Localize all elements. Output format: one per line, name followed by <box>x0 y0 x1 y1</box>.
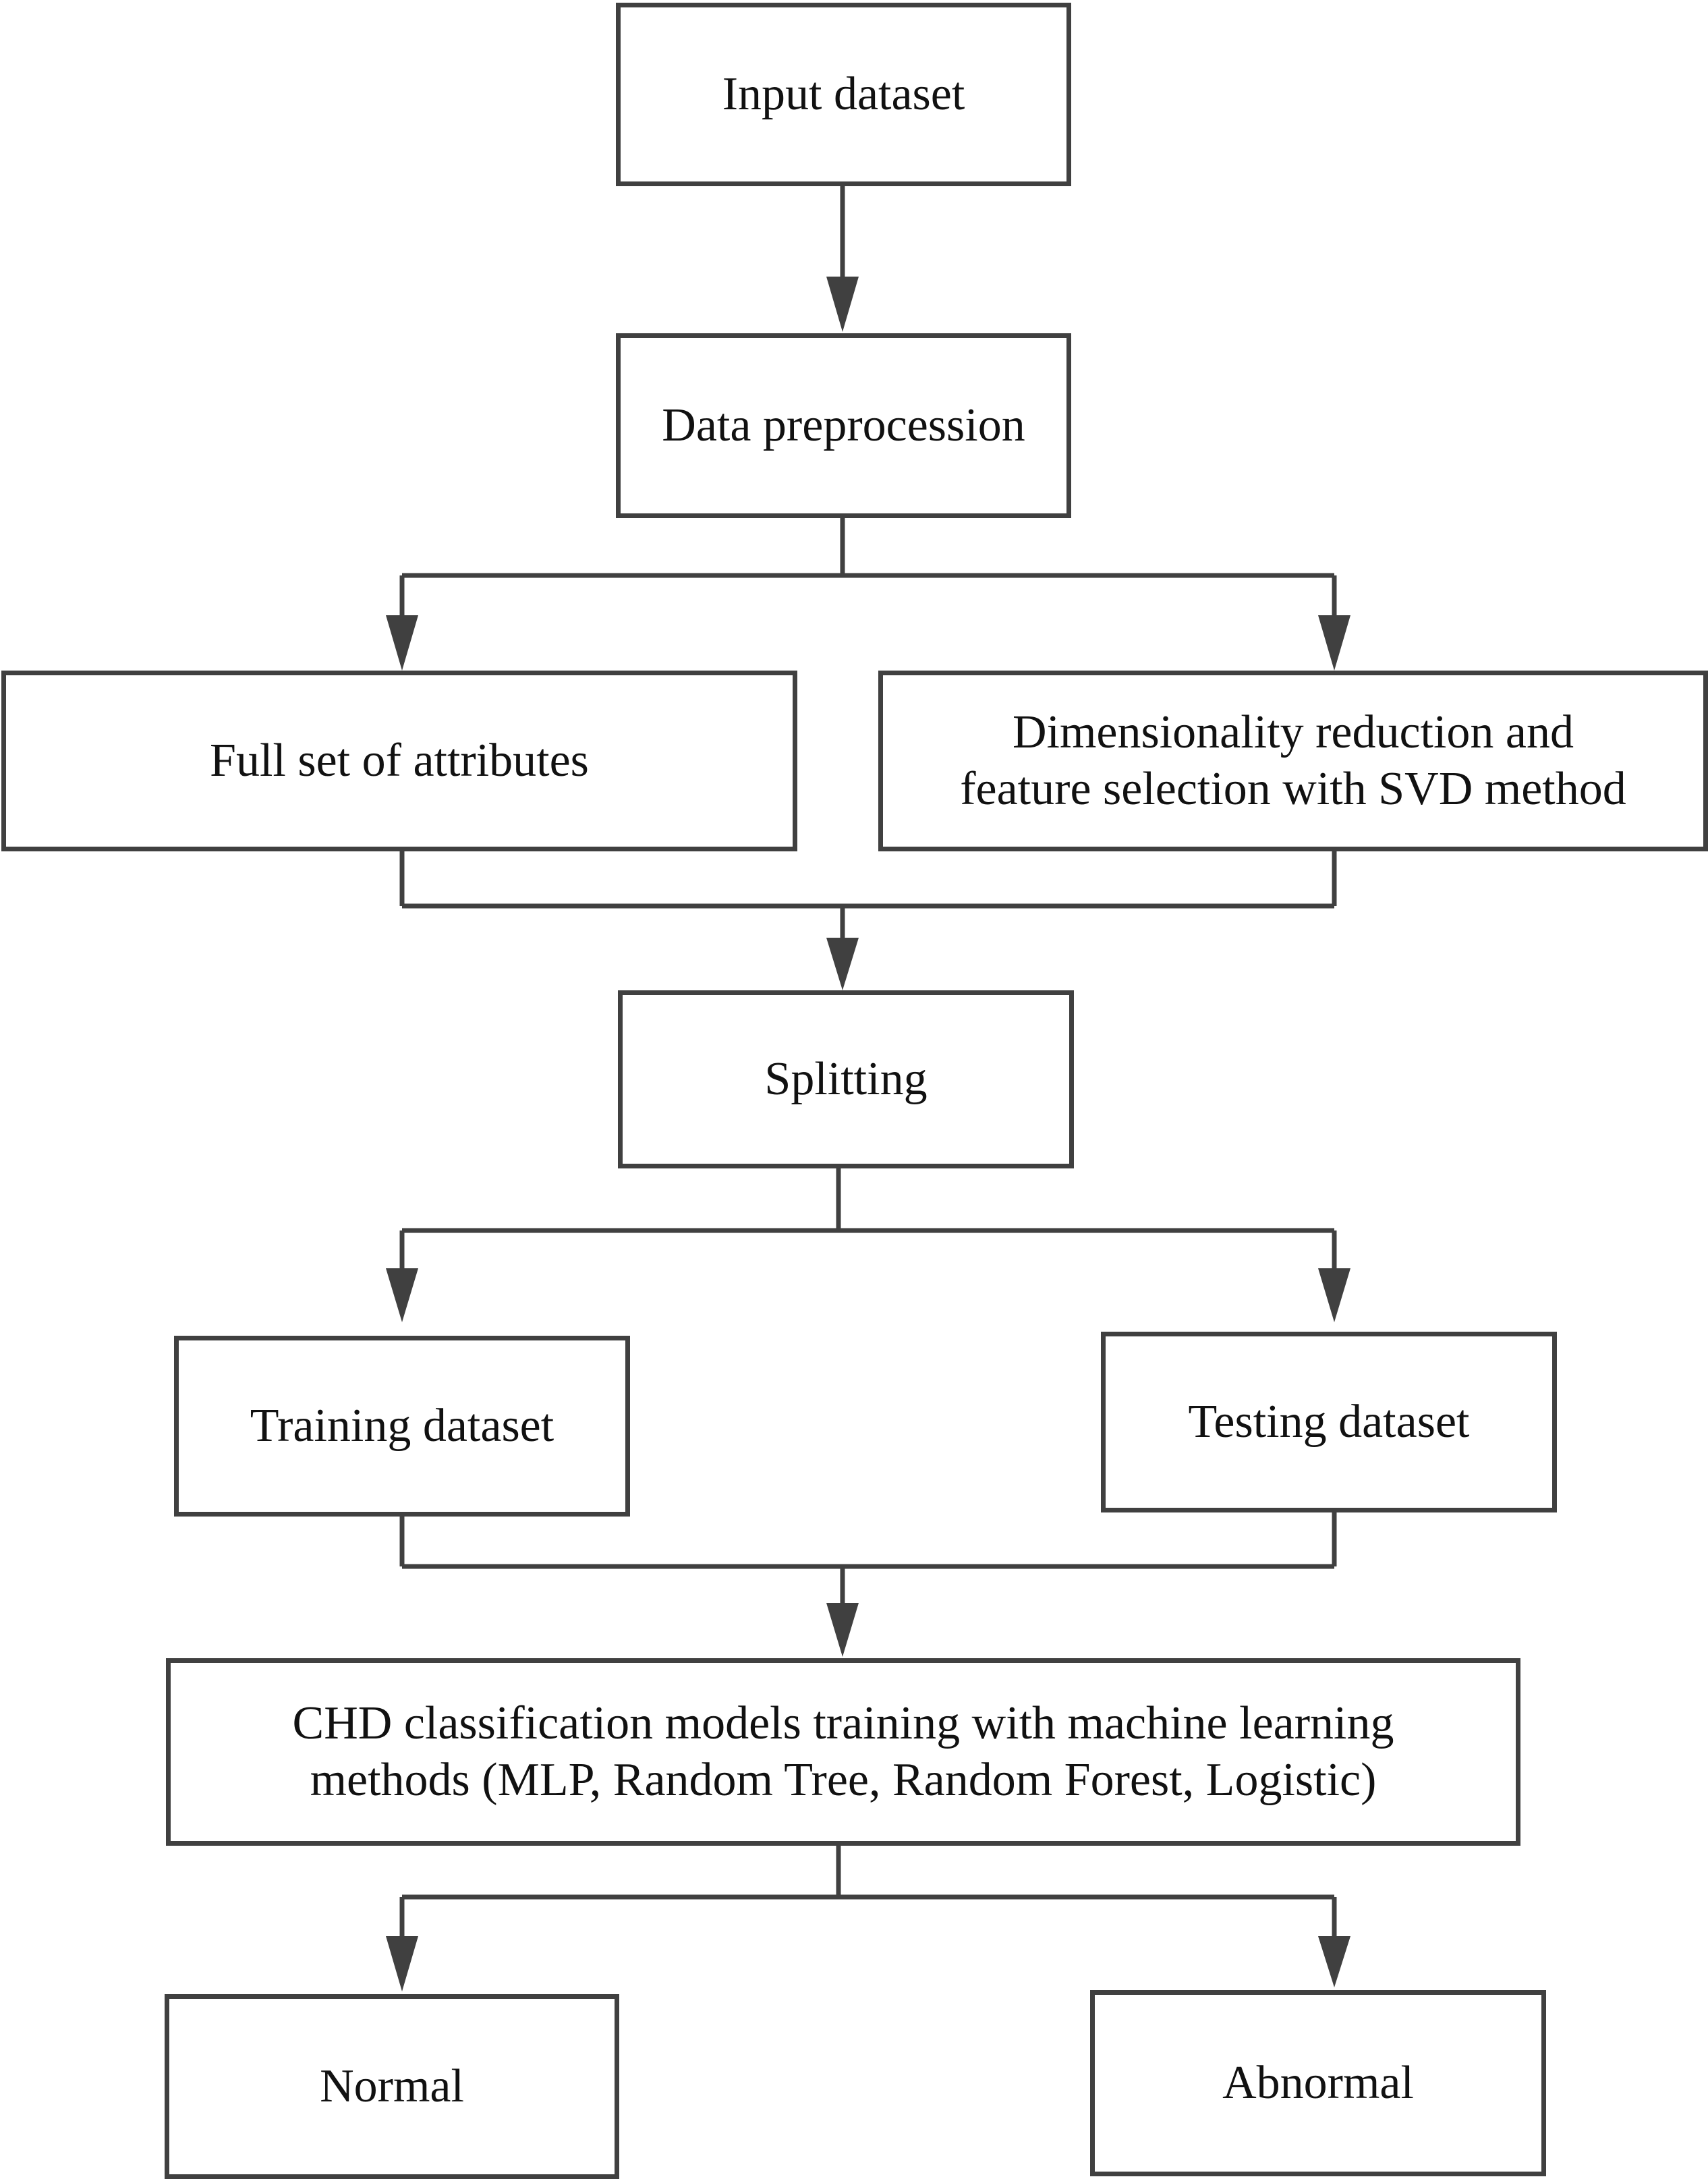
arrowhead <box>826 1603 859 1657</box>
node-input-dataset: Input dataset <box>616 3 1071 186</box>
arrowhead <box>1318 1268 1350 1322</box>
node-svd-feature-selection: Dimensionality reduction and feature sel… <box>878 671 1708 851</box>
arrowhead <box>826 938 859 990</box>
arrowhead <box>1318 1936 1350 1987</box>
node-full-set-of-attributes: Full set of attributes <box>1 671 797 851</box>
node-splitting: Splitting <box>618 990 1074 1168</box>
arrowhead <box>386 615 418 671</box>
node-abnormal: Abnormal <box>1090 1990 1546 2176</box>
node-normal: Normal <box>165 1994 619 2179</box>
arrowhead <box>386 1268 418 1322</box>
node-training-dataset: Training dataset <box>174 1336 630 1517</box>
node-testing-dataset: Testing dataset <box>1101 1332 1557 1512</box>
node-data-preprocession: Data preprocession <box>616 333 1071 518</box>
node-chd-classification-models: CHD classification models training with … <box>166 1658 1520 1846</box>
arrowhead <box>826 277 859 332</box>
arrowhead <box>1318 615 1350 671</box>
arrowhead <box>386 1936 418 1991</box>
